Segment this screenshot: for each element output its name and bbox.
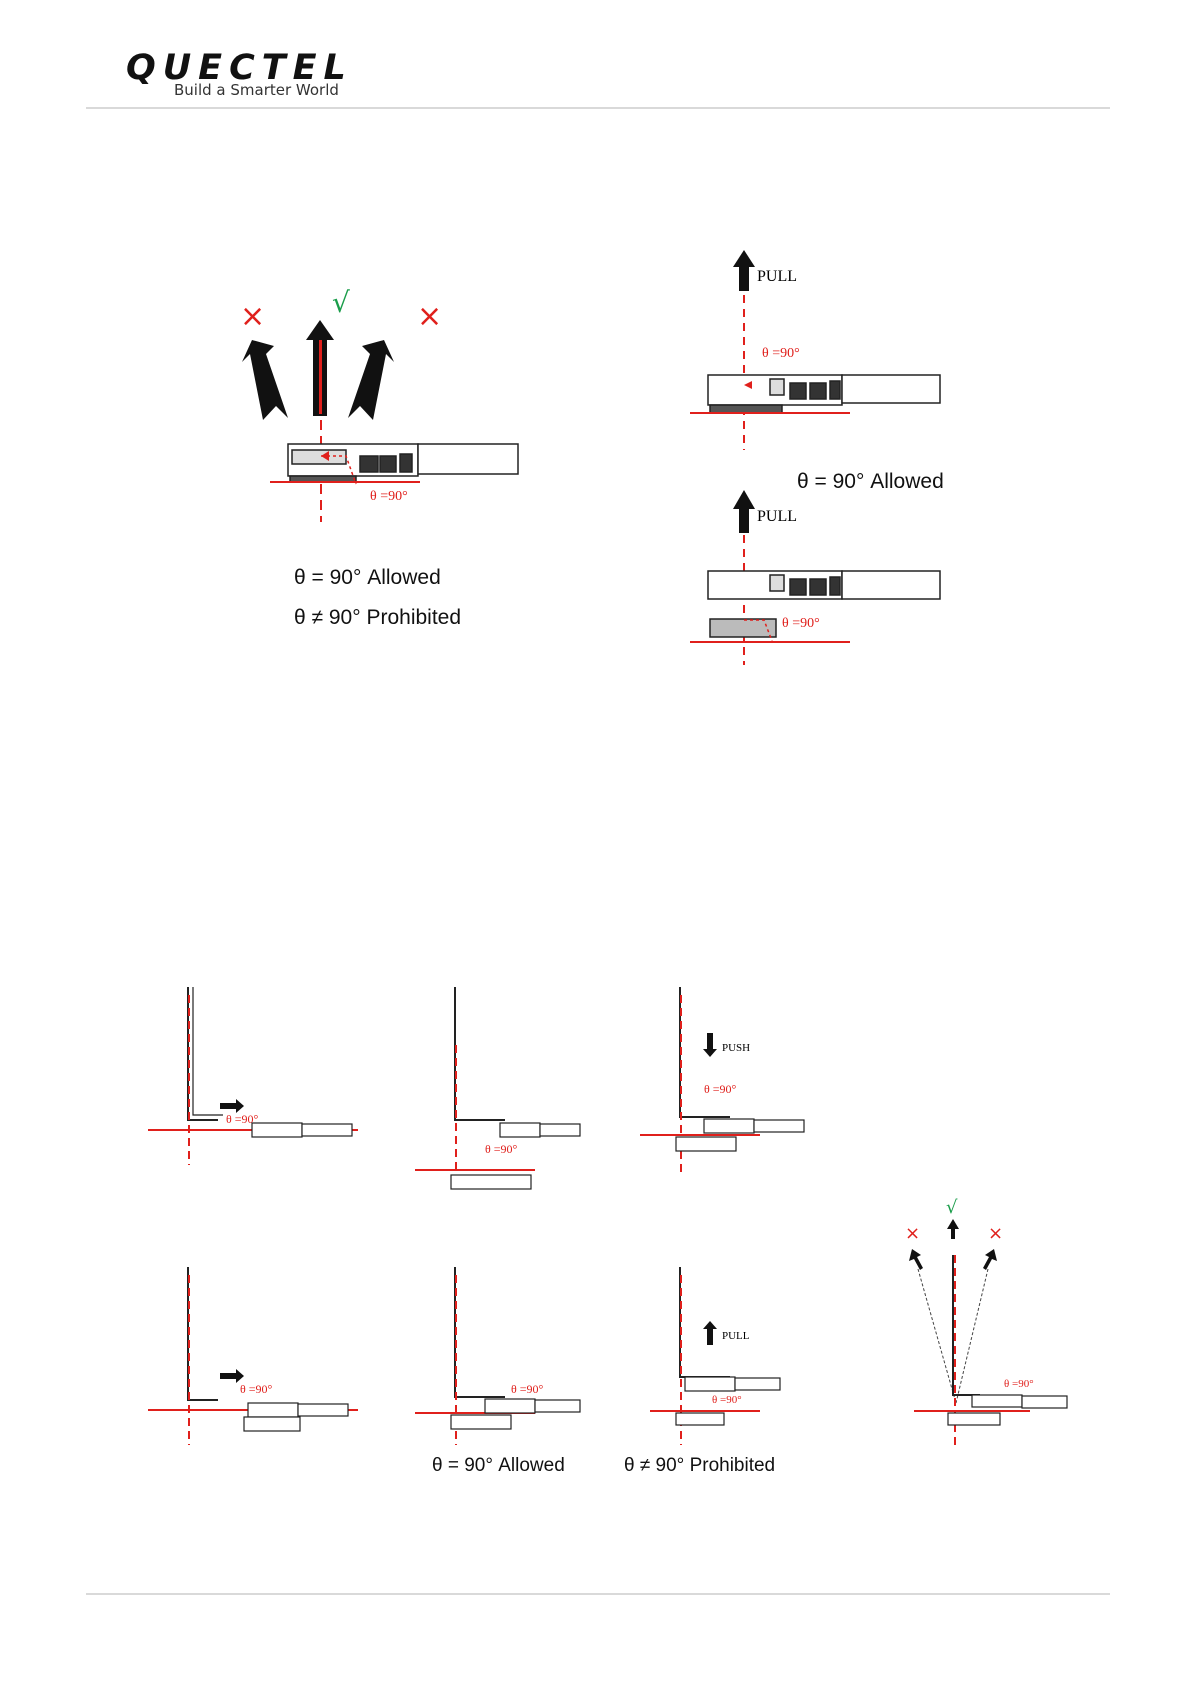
angle-label: θ =90° (1004, 1378, 1034, 1390)
prohibited-mark-right: × (988, 1223, 1003, 1244)
bottom-diagram-r1c2: θ =90° (415, 985, 585, 1185)
quectel-logo: QUECTEL Build a Smarter World (120, 48, 380, 102)
prohibited-mark-right: × (417, 299, 442, 334)
bottom-allowed-text: θ = 90° Allowed (432, 1455, 565, 1477)
bottom-diagram-r1c3: PUSH θ =90° (640, 985, 810, 1175)
top-right-diagram: PULL θ =90° PULL θ =90° (680, 245, 960, 675)
pull-label: PULL (722, 1330, 750, 1342)
prohibited-mark-left: × (240, 299, 265, 334)
pull-arrow-upper (733, 250, 755, 291)
bottom-diagram-r2c2: θ =90° (415, 1265, 585, 1445)
connector-separated (708, 571, 940, 637)
angle-label-upper: θ =90° (762, 346, 800, 361)
allowed-mark: √ (946, 1197, 958, 1218)
angle-label: θ =90° (712, 1394, 742, 1406)
top-left-diagram: × √ × θ =90° (230, 270, 570, 560)
brand-tagline: Build a Smarter World (174, 81, 339, 99)
angle-label: θ =90° (485, 1142, 518, 1156)
bottom-diagram-r2c1: θ =90° (148, 1265, 358, 1445)
bottom-angle-diagram: × √ × θ =90° (900, 1195, 1080, 1445)
angle-label: θ =90° (370, 489, 408, 504)
angle-label: θ =90° (511, 1382, 544, 1396)
connector-plug (288, 444, 518, 476)
angle-label: θ =90° (704, 1082, 737, 1096)
prohibited-mark-left: × (905, 1223, 920, 1244)
top-left-allowed-text: θ = 90° Allowed (294, 566, 441, 590)
connector-assembled (708, 375, 940, 413)
pull-arrow-lower (733, 490, 755, 533)
pull-arrow-straight (306, 320, 334, 416)
bottom-diagram-r1c1: θ =90° (148, 985, 358, 1165)
pull-arrow-right (348, 340, 394, 420)
pull-label-lower: PULL (757, 508, 797, 525)
top-left-prohibited-text: θ ≠ 90° Prohibited (294, 606, 461, 630)
angle-label-lower: θ =90° (782, 616, 820, 631)
pull-label-upper: PULL (757, 268, 797, 285)
bottom-diagram-r2c3: PULL θ =90° (640, 1265, 810, 1445)
angle-label: θ =90° (240, 1382, 273, 1396)
top-right-allowed-text: θ = 90° Allowed (797, 470, 944, 494)
footer-divider (86, 1593, 1110, 1595)
bottom-prohibited-text: θ ≠ 90° Prohibited (624, 1455, 775, 1477)
header-divider (86, 107, 1110, 109)
pull-arrow-left (242, 340, 288, 420)
push-label: PUSH (722, 1042, 750, 1054)
allowed-mark: √ (332, 286, 350, 319)
